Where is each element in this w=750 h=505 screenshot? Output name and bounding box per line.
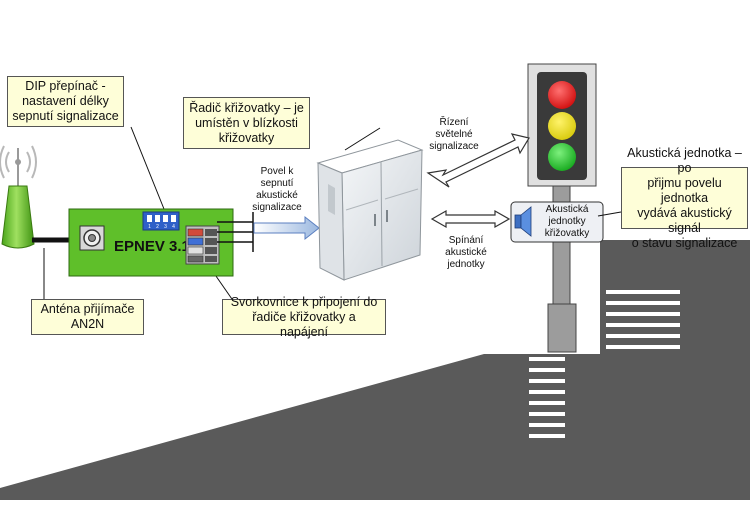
crosswalk-top (606, 290, 680, 349)
dip-label-3: 3 (164, 224, 167, 230)
callout-line: Anténa přijímače (40, 302, 135, 316)
label-line: sepnutí (260, 178, 294, 189)
acoustic-unit-label: Akustická jednotky křižovatky (532, 204, 602, 240)
light-control-label: Řízení světelné signalizace (424, 117, 484, 153)
label-line: Řízení (439, 117, 469, 128)
terminal-wires (217, 212, 254, 252)
callout-line: křižovatky (218, 130, 275, 145)
label-line: jednotky (447, 259, 485, 270)
label-line: světelné (435, 129, 473, 140)
callout-line: Řadič křižovatky – je (189, 100, 304, 115)
terminal-callout: Svorkovnice k připojení do řadiče křižov… (222, 295, 386, 339)
dip-switch-levers (147, 215, 176, 222)
command-arrow-icon (253, 215, 320, 241)
dip-label-4: 4 (172, 224, 175, 230)
callout-line: Svorkovnice k připojení do (230, 294, 378, 309)
device-name: EPNEV 3.17 (114, 238, 198, 255)
yellow-light (548, 112, 576, 140)
callout-line: AN2N (70, 317, 105, 331)
antenna-body (1, 185, 35, 249)
callout-line: vydává akustický signál (637, 205, 732, 235)
green-light (548, 143, 576, 171)
epnev-device: 1 2 3 4 EPNEV 3.17 (68, 208, 234, 277)
label-line: jednotky (548, 216, 586, 227)
pole-base (547, 303, 577, 353)
road-surface (0, 240, 750, 500)
acoustic-unit (510, 201, 604, 243)
callout-line: Akustická jednotka – po (627, 145, 742, 175)
road (0, 240, 750, 500)
label-line: signalizace (429, 141, 479, 152)
callout-line: sepnutí signalizace (12, 109, 119, 123)
switching-label: Spínání akustické jednotky (436, 235, 496, 271)
label-line: křižovatky (544, 228, 590, 239)
label-line: signalizace (252, 202, 302, 213)
label-line: akustické (256, 190, 298, 201)
dip-switch-callout: DIP přepínač - nastavení délky sepnutí s… (7, 76, 124, 127)
label-line: Akustická (545, 204, 589, 215)
callout-line: přijmu povelu jednotka (647, 175, 722, 205)
callout-line: nastavení délky (22, 94, 109, 108)
red-light (548, 81, 576, 109)
callout-line: řadiče křižovatky a napájení (252, 309, 356, 339)
switching-arrow-icon (430, 209, 511, 229)
speaker-icon (514, 206, 532, 237)
controller-callout: Řadič křižovatky – je umístěn v blízkost… (183, 97, 310, 149)
acoustic-callout: Akustická jednotka – po přijmu povelu je… (621, 146, 748, 250)
dip-label-2: 2 (156, 224, 159, 230)
label-line: Povel k (260, 166, 294, 177)
callout-line: o stavu signalizace (631, 235, 738, 250)
crosswalk-bottom (529, 357, 565, 438)
callout-line: DIP přepínač - (25, 79, 106, 93)
acoustic-unit-box (510, 201, 604, 243)
controller-cabinet (316, 139, 424, 281)
label-line: Spínání (448, 235, 484, 246)
callout-line: umístěn v blízkosti (195, 115, 298, 130)
signal-waves-icon (0, 145, 37, 179)
dip-label-1: 1 (148, 224, 151, 230)
light-control-arrow-icon (426, 133, 530, 188)
antenna (0, 145, 37, 249)
dip-switch-numbers: 1 2 3 4 (148, 224, 175, 230)
label-line: akustické (445, 247, 487, 258)
antenna-callout: Anténa přijímače AN2N (31, 299, 144, 335)
command-label: Povel k sepnutí akustické signalizace (244, 166, 310, 214)
terminal-block (185, 225, 220, 265)
